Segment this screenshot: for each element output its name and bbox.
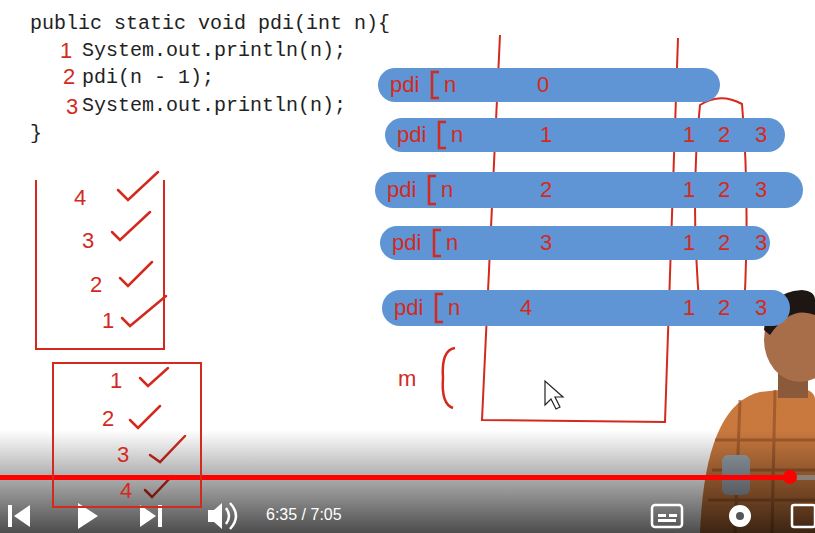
line-number: 1 [60,38,72,64]
progress-fill [0,475,790,480]
printed-number: 4 [120,478,132,504]
line-marker: 1 [683,226,695,260]
param-value: 0 [537,68,549,102]
param-name: n [441,172,453,208]
line-number: 2 [63,64,75,90]
line-marker: 2 [718,118,730,152]
progress-knob [783,470,797,484]
line-number: 3 [66,94,78,120]
function-name: pdi [394,290,423,326]
code-line: System.out.println(n); [82,94,346,117]
frame-bracket [425,172,439,208]
stack-frame-band: pdin 4 123 [382,290,790,326]
frame-bracket [432,290,446,326]
line-marker: 1 [683,118,695,152]
mouse-cursor [545,381,563,409]
line-marker: 3 [755,226,767,260]
frame-bracket [443,348,455,408]
printed-number: 1 [110,368,122,394]
code-line: } [30,122,42,145]
param-name: n [448,290,460,326]
frame-bracket [430,226,444,260]
line-marker: 2 [718,226,730,260]
stack-frame-band: pdin 0 [378,68,720,102]
function-name: pdi [390,68,419,102]
stack-frame-band: pdin3123 [380,226,770,260]
param-value: 4 [520,290,532,326]
line-marker: 1 [683,172,695,208]
player-shade [0,430,815,533]
code-line: pdi(n - 1); [82,66,214,89]
function-name: pdi [387,172,416,208]
param-value: 1 [540,118,552,152]
line-marker: 3 [755,118,767,152]
line-marker: 2 [718,172,730,208]
printed-number: 2 [90,272,102,298]
line-marker: 1 [683,290,695,326]
stack-frame-band: pdin2123 [375,172,803,208]
output-box: 4 3 21 [35,180,165,350]
frame-bracket [435,118,449,152]
line-marker: 2 [718,290,730,326]
param-name: n [446,226,458,260]
printed-number: 1 [102,308,114,334]
frame-name: m [398,366,416,392]
printed-number: 3 [82,228,94,254]
time-display: 6:35 / 7:05 [266,506,342,524]
printed-number: 2 [102,406,114,432]
param-name: n [451,118,463,152]
line-marker: 3 [755,290,767,326]
output-box: 1 23 4 [52,362,202,508]
code-line: System.out.println(n); [82,39,346,62]
printed-number: 4 [74,185,86,211]
code-line: public static void pdi(int n){ [30,12,390,35]
param-name: n [444,68,456,102]
frame-bracket [428,68,442,102]
param-value: 3 [540,226,552,260]
printed-number: 3 [117,442,129,468]
function-name: pdi [392,226,421,260]
line-marker: 3 [755,172,767,208]
function-name: pdi [397,118,426,152]
param-value: 2 [540,172,552,208]
stack-frame-band: pdin1123 [385,118,785,152]
